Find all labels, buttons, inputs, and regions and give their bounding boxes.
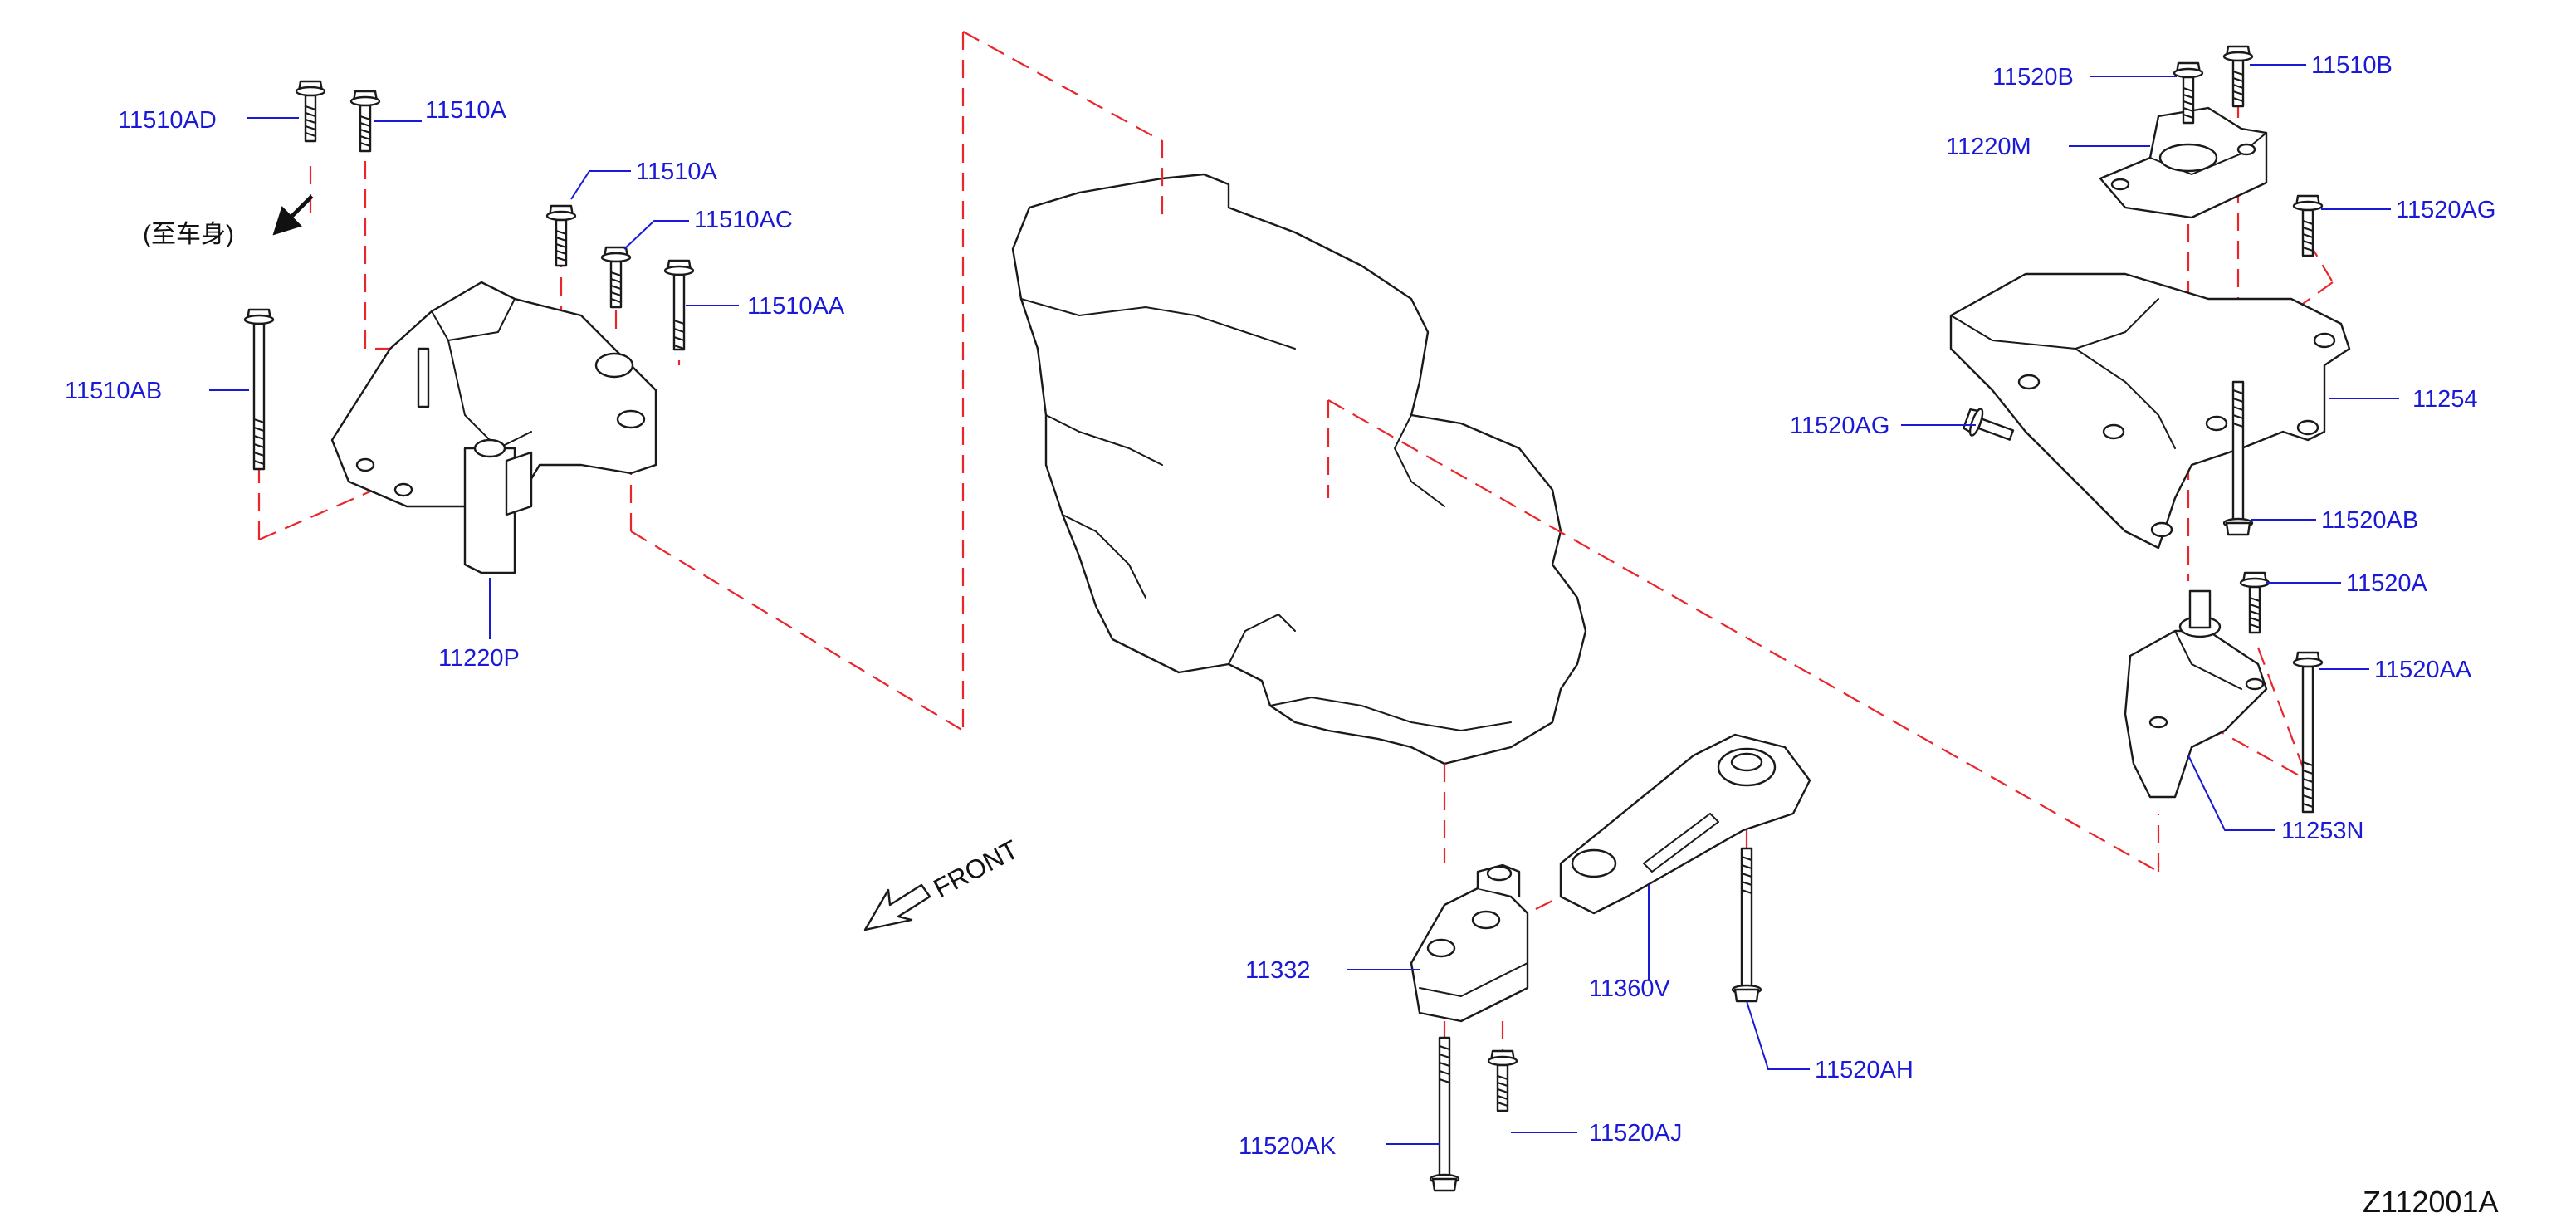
leader-lines [209,64,2399,1145]
bolt-11520A-icon [2239,571,2270,634]
bolt-11510B-icon [2222,45,2254,108]
label-11510AB: 11510AB [65,378,162,404]
bolt-11520AG-left-icon [1963,408,2015,441]
to-body-label: (至车身) [143,221,234,248]
bolt-11510AA-icon [663,259,695,351]
torque-rod-11360V [1559,733,1811,915]
front-label: FRONT [928,834,1023,904]
bracket-11332 [1410,863,1529,1023]
label-11220M: 11220M [1946,134,2031,160]
part-labels: 11510AD 11510A 11510A 11510AC 11510AA 11… [65,52,2495,1160]
diagram-code: Z112001A [2363,1185,2498,1219]
label-11254: 11254 [2412,386,2478,413]
bolt-11520AA-icon [2292,651,2324,814]
upper-mount-11220M [2099,106,2268,219]
label-11510B: 11510B [2311,52,2393,79]
label-11510AC: 11510AC [694,207,793,233]
label-11510AA: 11510AA [747,293,845,320]
bolt-11510AD-icon [295,80,326,143]
bolt-11520AJ-icon [1487,1049,1518,1112]
bolt-11520AG-top-icon [2292,194,2324,257]
label-11520AJ: 11520AJ [1589,1120,1682,1146]
bolt-11520AK-icon [1429,1036,1460,1192]
label-11520AK: 11520AK [1239,1133,1337,1160]
engine-outline [1011,173,1587,765]
label-11220P: 11220P [438,645,520,672]
label-11520AA: 11520AA [2374,657,2472,683]
front-arrow-icon [863,883,931,931]
bolt-11520AH-icon [1731,847,1762,1003]
label-11520AH: 11520AH [1815,1057,1914,1083]
label-11360V: 11360V [1589,975,1670,1002]
left-engine-mount [330,281,657,574]
label-11520AB: 11520AB [2321,507,2418,534]
bracket-11254 [1949,272,2351,550]
lower-mount-11253N [2124,589,2268,799]
label-11510A-mid: 11510A [636,159,717,185]
label-11520B: 11520B [1992,64,2074,90]
label-11510AD: 11510AD [118,107,217,134]
bolt-11510AC-icon [600,246,632,309]
label-11520AG-left: 11520AG [1790,413,1889,439]
label-11253N: 11253N [2281,818,2363,844]
label-11332: 11332 [1245,957,1311,984]
bolt-11510AB-icon [243,308,275,471]
label-11520AG-top: 11520AG [2396,197,2495,223]
bolt-11510A-mid-icon [545,204,577,267]
to-body-arrow-icon [272,194,314,236]
label-11520A: 11520A [2346,570,2427,597]
label-11510A-top: 11510A [425,97,506,124]
